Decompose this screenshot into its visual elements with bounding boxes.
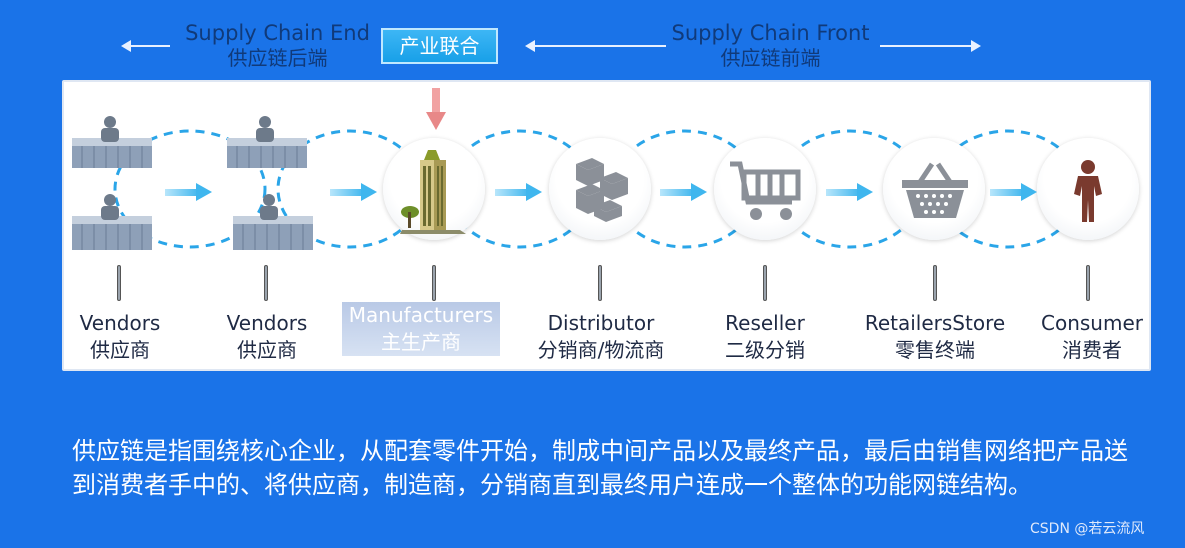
shopping-cart-icon	[730, 161, 801, 220]
flow-arrow-icon	[826, 183, 874, 201]
supply-chain-end-en: Supply Chain End	[185, 21, 370, 45]
connector-stem	[763, 265, 767, 301]
connector-stem	[432, 265, 436, 301]
node-label-vendors-1: Vendors 供应商	[40, 310, 200, 364]
supply-chain-front-en: Supply Chain Front	[671, 21, 870, 45]
connector-stem	[1086, 265, 1090, 301]
node-label-en: Consumer	[1041, 311, 1143, 335]
node-label-consumer: Consumer 消费者	[1012, 310, 1172, 364]
down-arrow-icon	[426, 88, 446, 130]
node-label-zh: 供应商	[237, 338, 297, 362]
node-label-zh: 供应商	[90, 338, 150, 362]
node-label-en: RetailersStore	[864, 311, 1006, 335]
left-arrow-icon	[525, 40, 666, 52]
right-arrow-icon	[880, 40, 981, 52]
server-person-icon	[227, 116, 313, 250]
node-label-en: Manufacturers	[348, 303, 494, 327]
flow-arrow-icon	[165, 183, 213, 201]
flow-arrow-icon	[330, 183, 378, 201]
supply-chain-end-label: Supply Chain End 供应链后端	[185, 21, 370, 71]
node-label-zh: 分销商/物流商	[537, 338, 665, 362]
node-label-distributor: Distributor 分销商/物流商	[511, 310, 691, 364]
node-label-en: Vendors	[79, 311, 161, 335]
node-label-vendors-2: Vendors 供应商	[187, 310, 347, 364]
industry-union-badge: 产业联合	[381, 28, 498, 64]
node-label-zh: 消费者	[1062, 338, 1122, 362]
flow-arrow-icon	[660, 183, 708, 201]
basket-icon	[902, 162, 968, 218]
node-label-reseller: Reseller 二级分销	[685, 310, 845, 364]
left-arrow-icon	[121, 40, 170, 52]
node-label-en: Vendors	[226, 311, 308, 335]
server-person-icon	[72, 116, 152, 250]
boxes-icon	[576, 158, 628, 222]
connector-stem	[933, 265, 937, 301]
connector-stem	[264, 265, 268, 301]
supply-chain-end-zh: 供应链后端	[227, 46, 328, 70]
building-icon	[400, 150, 466, 234]
flow-arrow-icon	[495, 183, 543, 201]
node-label-retailers-store: RetailersStore 零售终端	[845, 310, 1025, 364]
person-icon	[1074, 160, 1102, 222]
supply-chain-front-label: Supply Chain Front 供应链前端	[668, 21, 873, 71]
watermark: CSDN @若云流风	[1030, 521, 1145, 537]
node-label-manufacturers: Manufacturers 主生产商	[342, 302, 500, 356]
retailer-node	[883, 138, 985, 240]
node-label-zh: 二级分销	[725, 338, 805, 362]
supply-chain-front-zh: 供应链前端	[720, 46, 821, 70]
connector-stem	[598, 265, 602, 301]
node-label-zh: 主生产商	[381, 330, 461, 354]
node-label-en: Distributor	[547, 311, 655, 335]
node-label-zh: 零售终端	[895, 338, 975, 362]
node-label-en: Reseller	[725, 311, 805, 335]
connector-stem	[117, 265, 121, 301]
flow-arrow-icon	[990, 183, 1038, 201]
description-text: 供应链是指围绕核心企业，从配套零件开始，制成中间产品以及最终产品，最后由销售网络…	[72, 437, 1128, 499]
